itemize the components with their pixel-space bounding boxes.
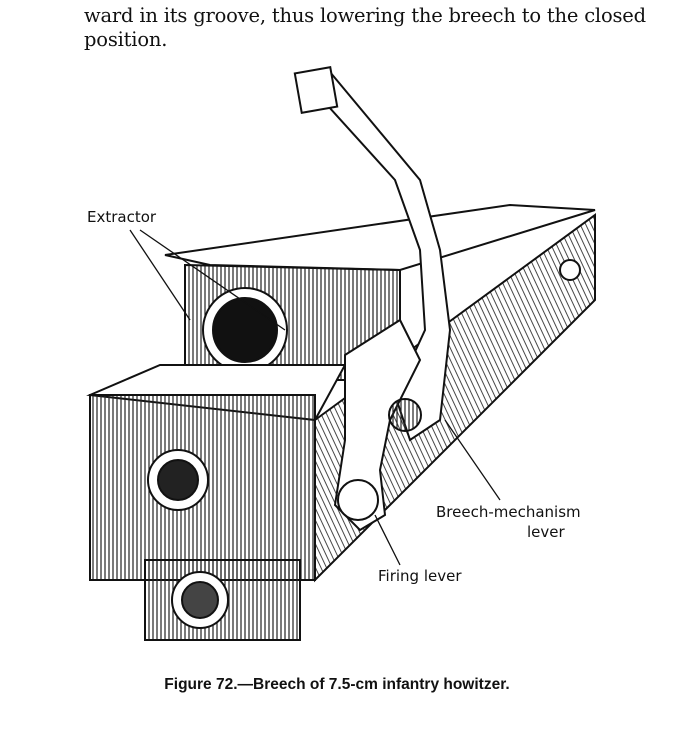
body-text-line: position.	[84, 28, 168, 51]
breech-illustration	[86, 66, 596, 641]
breech-mechanism-lever	[297, 70, 452, 442]
figure-caption: Figure 72.—Breech of 7.5-cm infantry how…	[164, 676, 510, 693]
extractor-leader	[139, 229, 286, 331]
top-plate	[164, 203, 596, 272]
body-text-line: ward in its groove, thus lowering the br…	[84, 4, 646, 27]
label-breech-mechanism: Breech-mechanism	[436, 503, 581, 521]
label-breech-mechanism-lever: lever	[527, 523, 565, 541]
firing-lever	[333, 318, 422, 532]
breech-lever-leader	[444, 419, 501, 501]
extractor-leader	[129, 229, 191, 321]
firing-lever-leader	[374, 514, 401, 566]
label-extractor: Extractor	[87, 208, 157, 226]
label-firing-lever: Firing lever	[378, 567, 462, 585]
